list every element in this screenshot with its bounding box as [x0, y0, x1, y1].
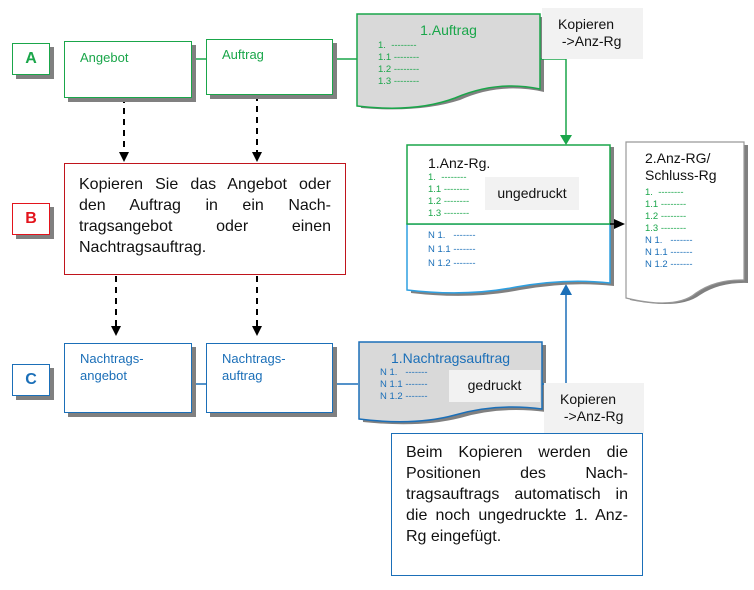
copy-note-bottom: Kopieren ->Anz-Rg — [544, 383, 644, 433]
arrowhead-to-anz-rg2 — [614, 219, 625, 229]
row-label-c-text: C — [25, 371, 37, 388]
angebot-label: Angebot — [80, 50, 129, 65]
copy-note-bottom-line2: ->Anz-Rg — [560, 408, 624, 424]
auftrag-doc[interactable]: 1.Auftrag 1. -------- 1.1 -------- 1.2 -… — [357, 22, 540, 84]
copy-arrowhead-blue — [560, 284, 572, 295]
anz-rg1-nline: N 1. ------- — [428, 230, 476, 241]
auftrag-doc-line: 1.2 -------- — [378, 64, 420, 75]
gedruckt-status: gedruckt — [449, 370, 540, 402]
anz-rg2-line: 1.1 -------- — [645, 199, 687, 210]
anz-rg2-nline: N 1.2 ------- — [645, 259, 693, 270]
gedruckt-status-text: gedruckt — [467, 377, 522, 393]
auftrag-doc-shape — [356, 13, 541, 109]
nachtragsangebot-label-line2: angebot — [80, 368, 127, 383]
copy-note-bottom-line1: Kopieren — [560, 391, 617, 407]
anz-rg2-doc-shape — [625, 141, 745, 304]
nachtragsauftrag-doc-title: 1.Nachtragsauftrag — [390, 350, 511, 366]
instruction-box: Kopieren Sie das Angebot oder den Auftra… — [64, 163, 346, 275]
nachtragsauftrag-box[interactable]: Nachtrags- auftrag — [206, 343, 333, 413]
anz-rg1-doc[interactable]: 1.Anz-Rg. 1. -------- 1.1 -------- 1.2 -… — [407, 145, 610, 271]
angebot-box[interactable]: Angebot — [64, 41, 192, 98]
anz-rg2-line: 1.2 -------- — [645, 211, 687, 222]
note-text: Beim Kopieren werden die Positionen des … — [406, 444, 628, 545]
nachtragsauftrag-label-line1: Nachtrags- — [222, 351, 286, 366]
copy-note-top-line2: ->Anz-Rg — [558, 33, 622, 49]
ungedruckt-status-text: ungedruckt — [497, 185, 567, 201]
auftrag-doc-title: 1.Auftrag — [420, 22, 477, 38]
dashed-arrowhead-nachtragsauftrag — [252, 326, 262, 336]
auftrag-doc-line: 1.3 -------- — [378, 76, 420, 84]
note-box: Beim Kopieren werden die Positionen des … — [391, 433, 643, 576]
nachtragsangebot-label-line1: Nachtrags- — [80, 351, 144, 366]
copy-note-top-line1: Kopieren — [558, 16, 615, 32]
anz-rg2-title-line2: Schluss-Rg — [645, 167, 717, 183]
anz-rg2-doc[interactable]: 2.Anz-RG/ Schluss-Rg 1. -------- 1.1 ---… — [626, 150, 744, 271]
dashed-arrowhead-nachtragsangebot — [111, 326, 121, 336]
auftrag-box[interactable]: Auftrag — [206, 39, 333, 95]
row-label-b: B — [12, 203, 50, 235]
anz-rg1-doc-lower — [406, 223, 611, 294]
nachtragsauftrag-doc-line: N 1.2 ------- — [380, 391, 428, 402]
anz-rg2-nline: N 1. ------- — [645, 235, 693, 246]
anz-rg2-title-line1: 2.Anz-RG/ — [645, 150, 711, 166]
ungedruckt-status: ungedruckt — [485, 177, 579, 210]
nachtragsauftrag-label-line2: auftrag — [222, 368, 263, 383]
copy-note-top: Kopieren ->Anz-Rg — [542, 8, 643, 59]
anz-rg1-line: 1. -------- — [428, 172, 467, 183]
nachtragsauftrag-doc[interactable]: 1.Nachtragsauftrag N 1. ------- N 1.1 --… — [359, 350, 542, 403]
row-label-c: C — [12, 364, 50, 396]
anz-rg1-line: 1.3 -------- — [428, 208, 470, 216]
nachtragsauftrag-doc-line: N 1. ------- — [380, 367, 428, 378]
anz-rg1-nline: N 1.2 ------- — [428, 258, 476, 269]
anz-rg1-title: 1.Anz-Rg. — [428, 155, 491, 171]
auftrag-doc-line: 1. -------- — [378, 40, 417, 51]
row-label-a-text: A — [25, 50, 37, 67]
copy-arrowhead-green — [560, 135, 572, 145]
auftrag-doc-line: 1.1 -------- — [378, 52, 420, 63]
anz-rg1-nline: N 1.1 ------- — [428, 244, 476, 255]
anz-rg1-line: 1.1 -------- — [428, 184, 470, 195]
instruction-text: Kopieren Sie das Angebot oder den Auftra… — [79, 176, 331, 256]
nachtragsangebot-box[interactable]: Nachtrags- angebot — [64, 343, 192, 413]
auftrag-label: Auftrag — [222, 47, 264, 62]
copy-arrow-green — [540, 58, 567, 138]
anz-rg2-line: 1. -------- — [645, 187, 684, 198]
anz-rg2-nline: N 1.1 ------- — [645, 247, 693, 258]
anz-rg1-line: 1.2 -------- — [428, 196, 470, 207]
nachtragsauftrag-doc-line: N 1.1 ------- — [380, 379, 428, 390]
row-label-a: A — [12, 43, 50, 75]
dashed-arrowhead-auftrag — [252, 152, 262, 162]
dashed-arrowhead-angebot — [119, 152, 129, 162]
row-label-b-text: B — [25, 210, 37, 227]
anz-rg2-line: 1.3 -------- — [645, 223, 687, 234]
